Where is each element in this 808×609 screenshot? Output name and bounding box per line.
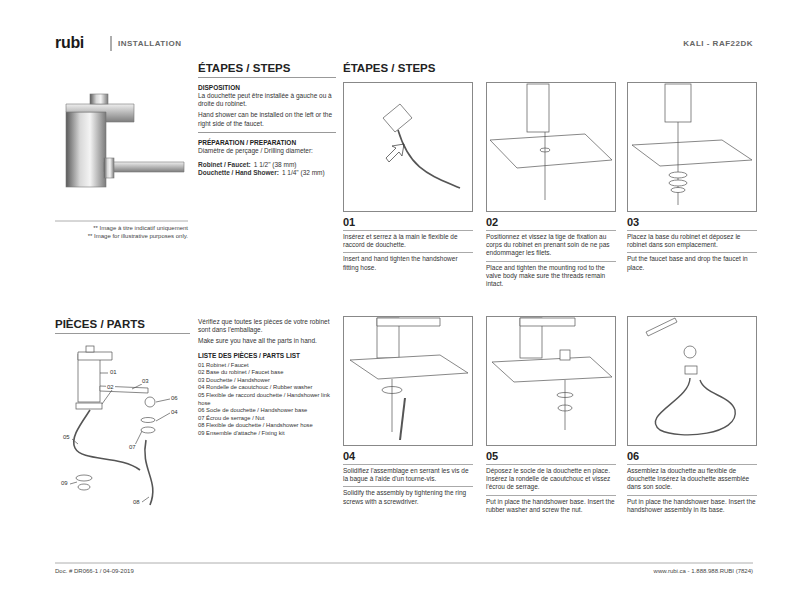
step-text-fr: Positionnez et vissez la tige de fixatio…	[486, 231, 616, 262]
footer-text: www.rubi.ca - 1.888.988.RUBI (7824)	[654, 568, 753, 574]
step-text-fr: Placez la base du robinet et déposez le …	[627, 231, 757, 253]
body-text: La douchette peut être installée à gauch…	[198, 92, 336, 108]
step-panel: 02Positionnez et vissez la tige de fixat…	[486, 82, 616, 288]
spec-name: Douchette / Hand Shower:	[198, 169, 279, 176]
step-text-en: Put the faucet base and drop the faucet …	[627, 253, 757, 271]
step-frame	[486, 82, 616, 212]
step-frame	[486, 316, 616, 446]
part-item: 01 Robinet / Faucet	[198, 362, 338, 370]
text-column: Vérifiez que toutes les pièces de votre …	[198, 318, 338, 438]
spec-line: Douchette / Hand Shower:1 1/4" (32 mm)	[198, 169, 336, 177]
section-heading: PIÈCES / PARTS	[55, 318, 190, 334]
step-text-en: Insert and hand tighten the handshower f…	[343, 253, 473, 271]
text-column: ÉTAPES / STEPS	[343, 62, 757, 74]
model-name: KALI - RAF22DK	[683, 39, 753, 48]
step-frame	[627, 82, 757, 212]
step-number: 03	[627, 216, 757, 231]
part-item: 04 Rondelle de caoutchouc / Rubber washe…	[198, 384, 338, 392]
step-text-fr: Insérez et serrez à la main le flexible …	[343, 231, 473, 253]
body-text: Vérifiez que toutes les pièces de votre …	[198, 318, 338, 334]
text-column: PIÈCES / PARTS	[55, 318, 190, 334]
part-item: 09 Ensemble d'attache / Fixing kit	[198, 430, 338, 438]
section-heading: ÉTAPES / STEPS	[343, 62, 757, 74]
step-number: 05	[486, 450, 616, 465]
step-text-fr: Déposez le socle de la douchette en plac…	[486, 465, 616, 496]
callout-number: 08	[132, 499, 141, 505]
part-item: 05 Flexible de raccord douchette / Hands…	[198, 392, 338, 407]
note-text: ** Image for illustrative purposes only.	[88, 232, 188, 240]
step-text-fr: Solidifiez l'assemblage en serrant les v…	[343, 465, 473, 487]
callout-number: 06	[170, 395, 179, 401]
callout-number: 01	[109, 369, 118, 375]
text-column: ÉTAPES / STEPS DISPOSITIONLa douchette pe…	[198, 62, 336, 177]
spec-value: 1 1/2" (38 mm)	[254, 161, 297, 168]
subheading: DISPOSITION	[198, 84, 336, 92]
part-item: 03 Douchette / Handshower	[198, 377, 338, 385]
callout-number: 05	[62, 434, 71, 440]
step-text-en: Put in place the handshower base. Insert…	[486, 496, 616, 514]
part-item: 02 Base du robinet / Faucet base	[198, 369, 338, 377]
spec-name: Robinet / Faucet:	[198, 161, 251, 168]
callout-number: 03	[141, 378, 150, 384]
part-item: 07 Écrou de serrage / Nut	[198, 415, 338, 423]
step-panel: 01Insérez et serrez à la main le flexibl…	[343, 82, 473, 272]
footer-text: Doc. # DR066-1 / 04-09-2019	[55, 568, 134, 574]
subheading: LISTE DES PIÈCES / PARTS LIST	[198, 352, 338, 360]
parts-drawing	[70, 346, 170, 505]
step-frame	[343, 316, 473, 446]
step-number: 04	[343, 450, 473, 465]
callout-number: 02	[106, 384, 115, 390]
brand-logo: rubi	[55, 34, 84, 52]
step-text-en: Solidify the assembly by tightening the …	[343, 487, 473, 505]
note-text: ** Image à titre indicatif uniquement	[93, 224, 188, 232]
step-number: 01	[343, 216, 473, 231]
part-item: 08 Flexible de douchette / Handshower ho…	[198, 422, 338, 430]
part-item: 06 Socle de douchette / Handshower base	[198, 407, 338, 415]
step-panel: 05Déposez le socle de la douchette en pl…	[486, 316, 616, 514]
callout-number: 07	[128, 444, 137, 450]
step-text-en: Put in place the handshower base. Insert…	[627, 496, 757, 514]
step-panel: 03Placez la base du robinet et déposez l…	[627, 82, 757, 272]
faucet-photo	[66, 94, 184, 187]
step-panel: 06Assemblez la douchette au flexible de …	[627, 316, 757, 514]
callout-number: 09	[60, 480, 69, 486]
step-frame	[343, 82, 473, 212]
step-panel: 04Solidifiez l'assemblage en serrant les…	[343, 316, 473, 506]
callout-number: 04	[170, 409, 179, 415]
section-heading: ÉTAPES / STEPS	[198, 62, 336, 78]
step-text-en: Place and tighten the mounting rod to th…	[486, 262, 616, 289]
step-number: 06	[627, 450, 757, 465]
step-frame	[627, 316, 757, 446]
body-text: Hand shower can be installed on the left…	[198, 111, 336, 132]
step-number: 02	[486, 216, 616, 231]
spec-line: Robinet / Faucet:1 1/2" (38 mm)	[198, 161, 336, 169]
body-text: Make sure you have all the parts in hand…	[198, 337, 338, 345]
spec-value: 1 1/4" (32 mm)	[282, 169, 325, 176]
subheading: PRÉPARATION / PREPARATION	[198, 139, 336, 147]
body-text: Diamètre de perçage / Drilling diameter:	[198, 147, 336, 155]
header-text: INSTALLATION	[118, 39, 181, 48]
step-text-fr: Assemblez la douchette au flexible de do…	[627, 465, 757, 496]
